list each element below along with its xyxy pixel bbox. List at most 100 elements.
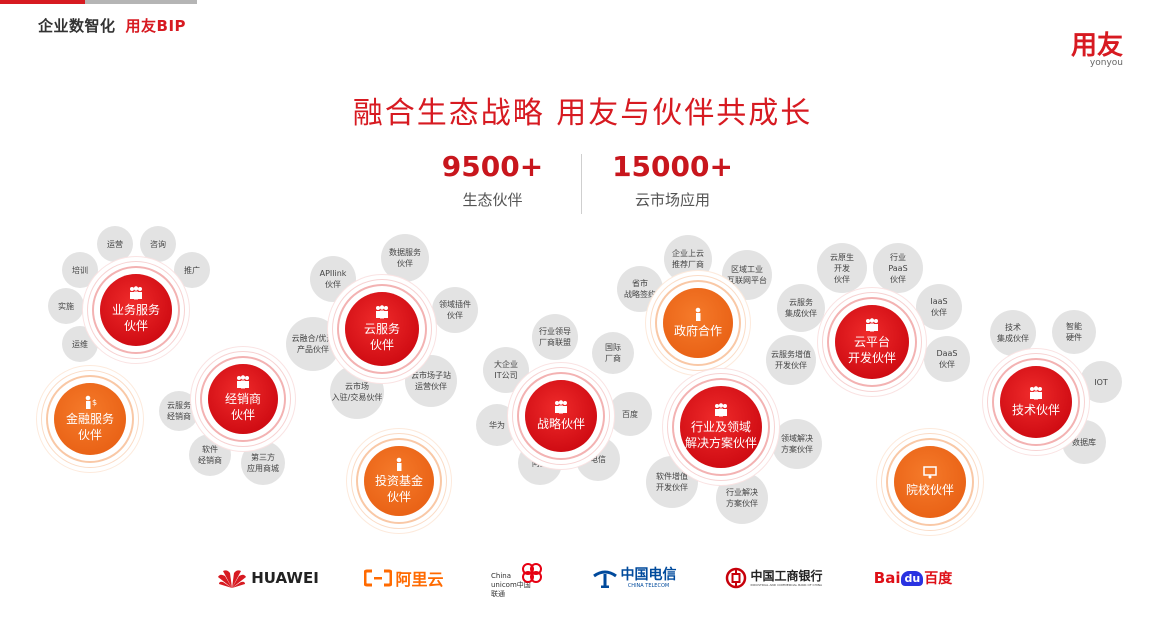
huawei-petals-icon xyxy=(218,570,247,588)
hub-label: 业务服务 伙伴 xyxy=(111,303,160,333)
hub-label: 战略伙伴 xyxy=(536,417,585,431)
hub-investment-fund: 投资基金 伙伴 xyxy=(364,446,434,516)
board-icon xyxy=(923,466,937,479)
hub-cloud-platform: 云平台 开发伙伴 xyxy=(835,305,909,379)
bubble-maintenance: 运维 xyxy=(62,326,98,362)
bubble-promotion: 推广 xyxy=(174,252,210,288)
bubble-iot: IOT xyxy=(1080,361,1122,403)
page-title: 融合生态战略 用友与伙伴共成长 xyxy=(352,96,813,131)
bubble-provincial-city: 省市 战略签约 xyxy=(617,266,663,312)
brand-red-text: 用友BIP xyxy=(125,17,187,35)
hub-strategic: 战略伙伴 xyxy=(525,380,597,452)
bubble-enterprise-cloud: 企业上云 推荐厂商 xyxy=(664,235,712,283)
logo-chinese: 用友 xyxy=(1070,31,1123,61)
bubble-cloud-native: 云原生 开发 伙伴 xyxy=(817,243,867,293)
bubble-software-distributor: 软件 经销商 xyxy=(189,434,231,476)
stat-value: 15000+ xyxy=(612,150,733,183)
bubble-software-value-added: 软件增值 开发伙伴 xyxy=(646,456,698,508)
bubble-domain-solution: 领域解决 方案伙伴 xyxy=(772,419,822,469)
hub-business-service: 业务服务 伙伴 xyxy=(100,274,172,346)
icbc-emblem-icon xyxy=(726,567,747,589)
bubble-tech-integration: 技术 集成伙伴 xyxy=(990,310,1036,356)
hub-distributor: 经销商 伙伴 xyxy=(208,364,278,434)
stat-label: 生态伙伴 xyxy=(462,191,523,209)
hub-label: 行业及领域 解决方案伙伴 xyxy=(684,420,757,450)
telecom-swirl-icon xyxy=(592,570,617,588)
brand-header: 企业数智化用友BIP xyxy=(38,15,186,36)
stat-label: 云市场应用 xyxy=(634,191,710,209)
bubble-database: 数据库 xyxy=(1062,420,1106,464)
bubble-training: 培训 xyxy=(62,252,98,288)
hub-label: 云服务 伙伴 xyxy=(363,322,400,352)
baidu-bai: Bai xyxy=(873,569,901,587)
money-person-icon: $ xyxy=(85,395,97,409)
bubble-cloud-market-entry: 云市场 入驻/交易伙伴 xyxy=(330,365,384,419)
stat-value: 9500+ xyxy=(441,150,544,183)
bubble-third-party-mall: 第三方 应用商城 xyxy=(241,441,285,485)
hub-financial-service: $ 金融服务 伙伴 xyxy=(54,383,126,455)
bubble-industry-paas: 行业 PaaS 伙伴 xyxy=(873,243,923,293)
people-icon xyxy=(555,400,567,414)
partner-baidu-logo: Bai du 百度 xyxy=(871,560,955,596)
logo-english: yonyou xyxy=(1089,58,1123,68)
bubble-cloud-fusion: 云融合/优选 产品伙伴 xyxy=(286,317,340,371)
hub-label: 云平台 开发伙伴 xyxy=(847,335,896,365)
bubble-implementation: 实施 xyxy=(48,288,84,324)
investor-icon xyxy=(396,457,402,471)
partner-unicom-logo: China unicom中国联通 xyxy=(486,560,550,598)
unicom-knot-icon xyxy=(522,563,542,583)
bubble-big-enterprise-it: 大企业 IT公司 xyxy=(483,347,529,393)
top-accent-bar-gray xyxy=(85,0,197,4)
hub-label: 经销商 伙伴 xyxy=(224,392,261,422)
bubble-daas: DaaS 伙伴 xyxy=(924,336,970,382)
people-icon xyxy=(715,403,727,417)
baidu-chinese: 百度 xyxy=(924,571,953,587)
bubble-huawei: 华为 xyxy=(476,404,518,446)
svg-text:$: $ xyxy=(92,398,97,407)
bubble-industry-leader: 行业领导 厂商联盟 xyxy=(532,314,578,360)
bubble-baidu: 百度 xyxy=(608,392,652,436)
aliyun-wordmark: 阿里云 xyxy=(395,570,444,589)
partner-china-telecom-logo: 中国电信 CHINA TELECOM xyxy=(590,560,678,596)
unicom-wordmark: China unicom中国联通 xyxy=(491,571,531,598)
telecom-chinese: 中国电信 xyxy=(620,566,677,583)
icbc-english: INDUSTRIAL AND COMMERCIAL BANK OF CHINA xyxy=(750,582,823,587)
bubble-consult: 咨询 xyxy=(140,226,176,262)
stat-cloud-market-apps: 15000+ 云市场应用 xyxy=(610,150,735,210)
people-icon xyxy=(130,286,142,300)
brand-dark-text: 企业数智化 xyxy=(38,17,116,35)
hub-label: 金融服务 伙伴 xyxy=(65,412,114,442)
bubble-telecom: 电信 xyxy=(576,437,620,481)
yonyou-logo: 用友 yonyou xyxy=(1071,32,1123,68)
person-icon xyxy=(695,307,701,321)
bubble-iaas: IaaS 伙伴 xyxy=(916,284,962,330)
people-icon xyxy=(376,305,388,319)
bubble-apilink: APIlink 伙伴 xyxy=(310,256,356,302)
hub-cloud-service: 云服务 伙伴 xyxy=(345,292,419,366)
baidu-paw-du: du xyxy=(901,570,924,586)
aliyun-bracket-icon xyxy=(364,569,393,587)
huawei-wordmark: HUAWEI xyxy=(251,569,319,587)
bubble-domain-plugin: 领域插件 伙伴 xyxy=(432,287,478,333)
people-icon xyxy=(866,318,878,332)
telecom-english: CHINA TELECOM xyxy=(627,582,670,589)
bubble-intl-vendor: 国际 厂商 xyxy=(592,332,634,374)
hub-government: 政府合作 xyxy=(663,288,733,358)
hub-technology: 技术伙伴 xyxy=(1000,366,1072,438)
bubble-industry-solution: 行业解决 方案伙伴 xyxy=(716,472,768,524)
people-icon xyxy=(237,375,249,389)
stat-divider xyxy=(581,154,582,214)
bubble-ops: 运营 xyxy=(97,226,133,262)
hub-industry-solution: 行业及领域 解决方案伙伴 xyxy=(680,386,762,468)
icbc-chinese: 中国工商银行 xyxy=(750,568,823,583)
hub-university: 院校伙伴 xyxy=(894,446,966,518)
bubble-regional-industry: 区域工业 互联网平台 xyxy=(722,250,772,300)
top-accent-bar-red xyxy=(0,0,85,4)
bubble-cloud-value-added: 云服务增值 开发伙伴 xyxy=(766,335,816,385)
bubble-cloud-market-substation: 云市场子站 运营伙伴 xyxy=(405,355,457,407)
partner-icbc-logo: 中国工商银行 INDUSTRIAL AND COMMERCIAL BANK OF… xyxy=(720,560,828,596)
hub-label: 投资基金 伙伴 xyxy=(374,474,423,504)
bubble-smart-hardware: 智能 硬件 xyxy=(1052,310,1096,354)
bubble-cloud-integration: 云服务 集成伙伴 xyxy=(777,284,825,332)
bubble-data-service: 数据服务 伙伴 xyxy=(381,234,429,282)
